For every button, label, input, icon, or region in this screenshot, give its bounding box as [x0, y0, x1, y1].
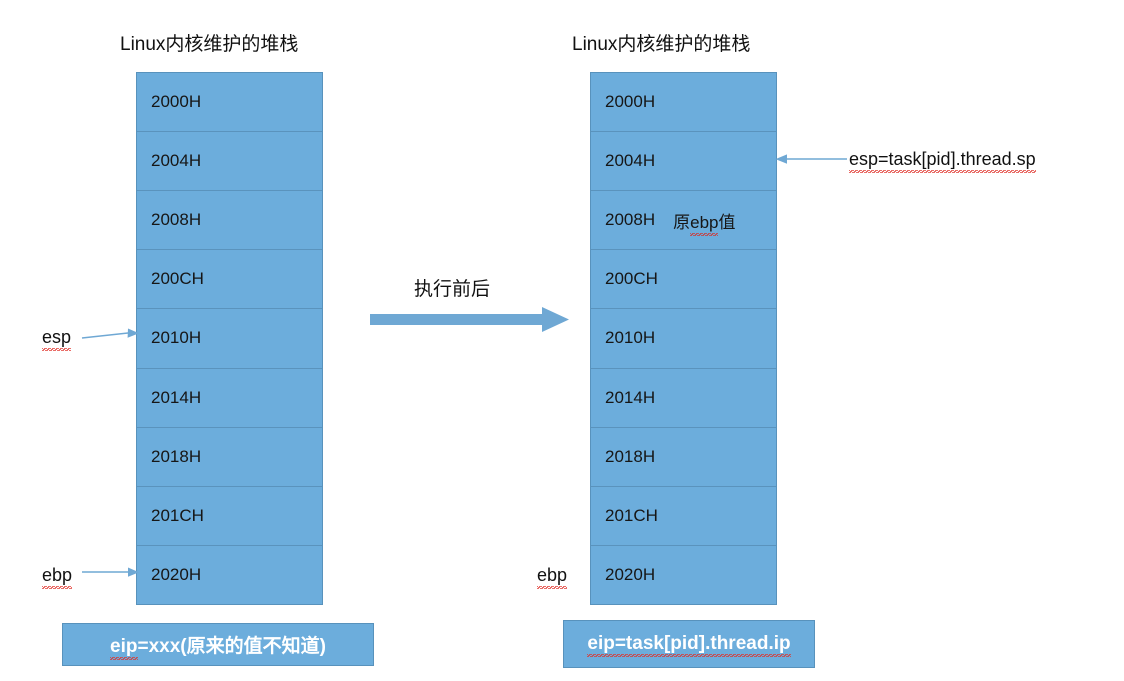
- cell-address: 2018H: [605, 446, 656, 466]
- stack-cell: 2000H: [137, 73, 322, 133]
- cell-address: 200CH: [605, 269, 658, 289]
- stack-cell: 201CH: [591, 487, 776, 546]
- stack-cell: 2018H: [137, 428, 322, 487]
- stack-left: 2000H 2004H 2008H 200CH 2010H 2014H 2018…: [136, 72, 323, 605]
- cell-address: 2004H: [605, 151, 656, 171]
- cell-note-suffix: 值: [718, 212, 736, 232]
- cell-address: 2010H: [151, 328, 202, 348]
- stack-cell: 2004H: [137, 132, 322, 192]
- eip-label-left: eip: [110, 636, 138, 660]
- cell-address: 2020H: [151, 564, 202, 584]
- stack-cell: 2014H: [137, 369, 322, 428]
- stack-title-left: Linux内核维护的堆栈: [120, 34, 299, 55]
- stack-cell: 200CH: [137, 250, 322, 310]
- stack-cell: 2004H: [591, 132, 776, 192]
- cell-address: 200CH: [151, 269, 204, 289]
- cell-address: 2020H: [605, 564, 656, 584]
- register-label-ebp-right: ebp: [537, 565, 568, 589]
- cell-address: 2004H: [151, 151, 202, 171]
- esp-pointer-arrow-left: [81, 328, 139, 339]
- cell-note-saved-ebp: 原ebp值: [673, 208, 736, 236]
- stack-cell: 2000H: [591, 73, 776, 133]
- eip-box-right: eip=task[pid].thread.ip: [563, 620, 815, 668]
- cell-address: 2008H: [151, 210, 202, 230]
- cell-address: 2018H: [151, 446, 202, 466]
- stack-cell: 2010H: [137, 309, 322, 369]
- cell-address: 201CH: [151, 505, 204, 525]
- esp-annotation-text: esp=task[pid].thread.sp: [849, 149, 1036, 173]
- stack-cell: 2008H: [137, 191, 322, 251]
- transition-arrow: [370, 307, 569, 332]
- cell-note-ebp: ebp: [690, 212, 719, 236]
- stack-cell: 201CH: [137, 487, 322, 546]
- ebp-pointer-arrow-left: [82, 567, 139, 577]
- stack-cell-saved-ebp: 2008H 原ebp值: [591, 191, 776, 251]
- register-label-ebp-right-text: ebp: [537, 565, 568, 589]
- eip-box-left: eip=xxx(原来的值不知道): [62, 623, 374, 666]
- stack-title-right: Linux内核维护的堆栈: [572, 34, 751, 55]
- esp-annotation-label: esp=task[pid].thread.sp: [849, 149, 1036, 173]
- cell-address: 2000H: [605, 92, 656, 112]
- register-label-ebp-text: ebp: [42, 565, 73, 589]
- cell-address: 201CH: [605, 505, 658, 525]
- cell-note-prefix: 原: [673, 212, 691, 232]
- stack-cell: 2020H: [137, 546, 322, 604]
- stack-cell: 2020H: [591, 546, 776, 604]
- stack-cell: 2018H: [591, 428, 776, 487]
- cell-address: 2008H: [605, 210, 656, 230]
- eip-value-right: eip=task[pid].thread.ip: [587, 633, 791, 657]
- cell-address: 2014H: [605, 387, 656, 407]
- cell-address: 2000H: [151, 92, 202, 112]
- stack-cell: 2010H: [591, 309, 776, 369]
- esp-annotation-arrow: [775, 154, 847, 164]
- register-label-esp-left: esp: [42, 327, 72, 351]
- register-label-esp-text: esp: [42, 327, 72, 351]
- cell-address: 2010H: [605, 328, 656, 348]
- register-label-ebp-left: ebp: [42, 565, 73, 589]
- eip-value-left: =xxx(原来的值不知道): [137, 636, 326, 657]
- transition-label: 执行前后: [414, 279, 491, 300]
- stack-cell: 200CH: [591, 250, 776, 310]
- stack-cell: 2014H: [591, 369, 776, 428]
- stack-right: 2000H 2004H 2008H 原ebp值 200CH 2010H 2014…: [590, 72, 777, 605]
- cell-address: 2014H: [151, 387, 202, 407]
